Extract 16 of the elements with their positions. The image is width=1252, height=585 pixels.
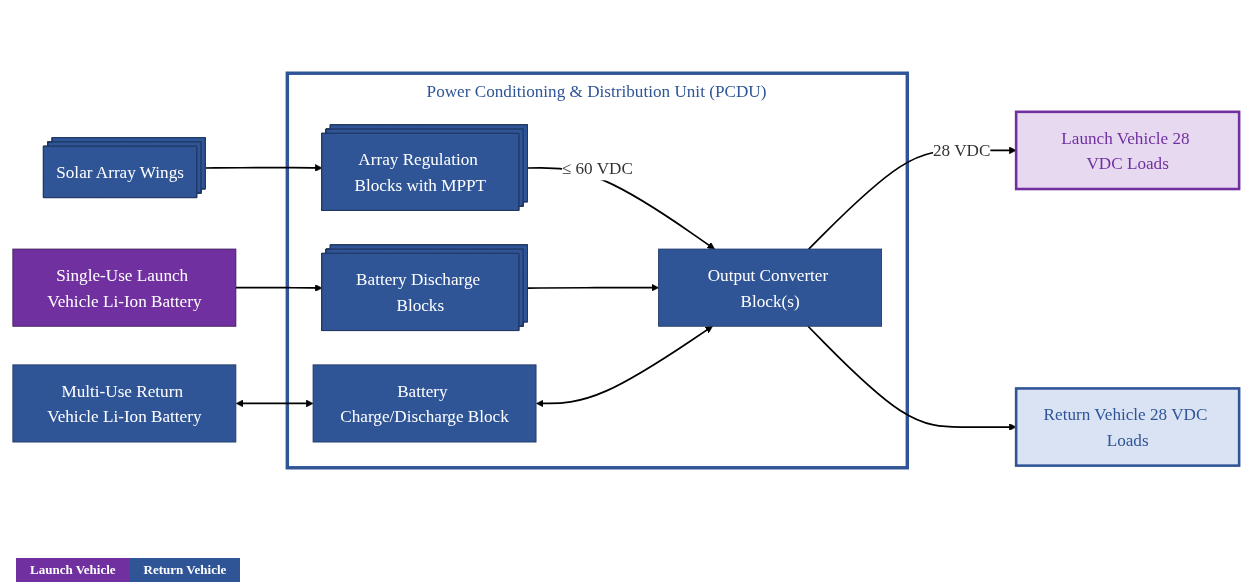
node-box: Multi-Use Return Vehicle Li-Ion Battery <box>12 363 237 442</box>
node-box: Single-Use Launch Vehicle Li-Ion Battery <box>12 248 237 327</box>
arrow <box>527 283 659 291</box>
arrow <box>235 399 314 407</box>
legend-item: Return Vehicle <box>129 558 241 582</box>
arrow <box>807 324 1017 431</box>
arrow <box>204 163 323 172</box>
node-box: Launch Vehicle 28 VDC Loads <box>1014 110 1241 190</box>
edge-label: ≤ 60 VDC <box>561 157 633 177</box>
node-box: Battery Charge/Discharge Block <box>312 363 537 442</box>
edge-label: 28 VDC <box>933 140 991 160</box>
node-box: Return Vehicle 28 VDC Loads <box>1014 386 1241 467</box>
arrow <box>536 325 713 407</box>
node-box: Output Converter Block(s) <box>658 248 882 327</box>
legend-item: Launch Vehicle <box>16 558 130 582</box>
arrow <box>235 283 323 292</box>
